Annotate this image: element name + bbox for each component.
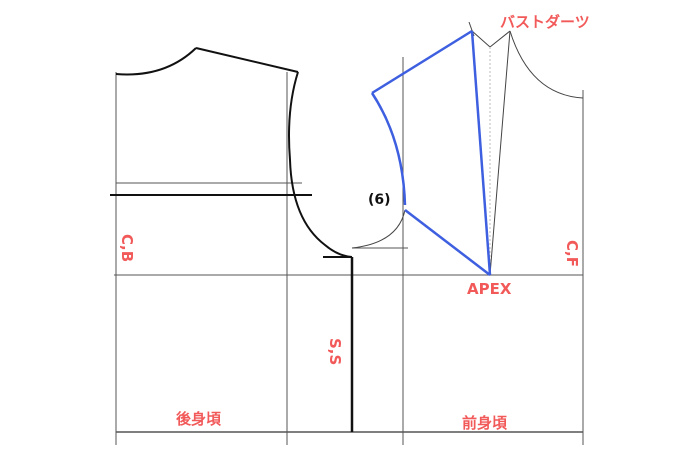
- blue-lower-line: [404, 209, 491, 276]
- blue-armhole-curve: [370, 92, 407, 206]
- blue-dart-leg: [470, 30, 492, 276]
- back-armhole: [288, 71, 353, 258]
- front-neckline: [509, 30, 584, 99]
- back-bodice-outline: [110, 47, 354, 432]
- front-bodice-outline: [351, 21, 584, 276]
- apex-label: APEX: [467, 280, 512, 298]
- front-bodice-label: 前身頃: [462, 414, 508, 432]
- dart-leg-right: [489, 30, 511, 276]
- center-front-label: C,F: [563, 240, 581, 267]
- bust-dart-title: バストダーツ: [500, 13, 590, 31]
- highlighted-dart-construction: [370, 29, 492, 276]
- back-neckline: [115, 47, 197, 76]
- side-seam-label: S,S: [326, 338, 344, 365]
- blue-shoulder-line: [371, 29, 473, 95]
- center-back-label: C,B: [118, 234, 136, 262]
- back-bodice-label: 後身頃: [175, 410, 222, 428]
- back-shoulder: [195, 47, 299, 73]
- front-armhole-lower: [351, 209, 406, 249]
- dart-top: [471, 30, 511, 48]
- step-marker: (6): [368, 192, 391, 208]
- grid-lines: [114, 57, 584, 445]
